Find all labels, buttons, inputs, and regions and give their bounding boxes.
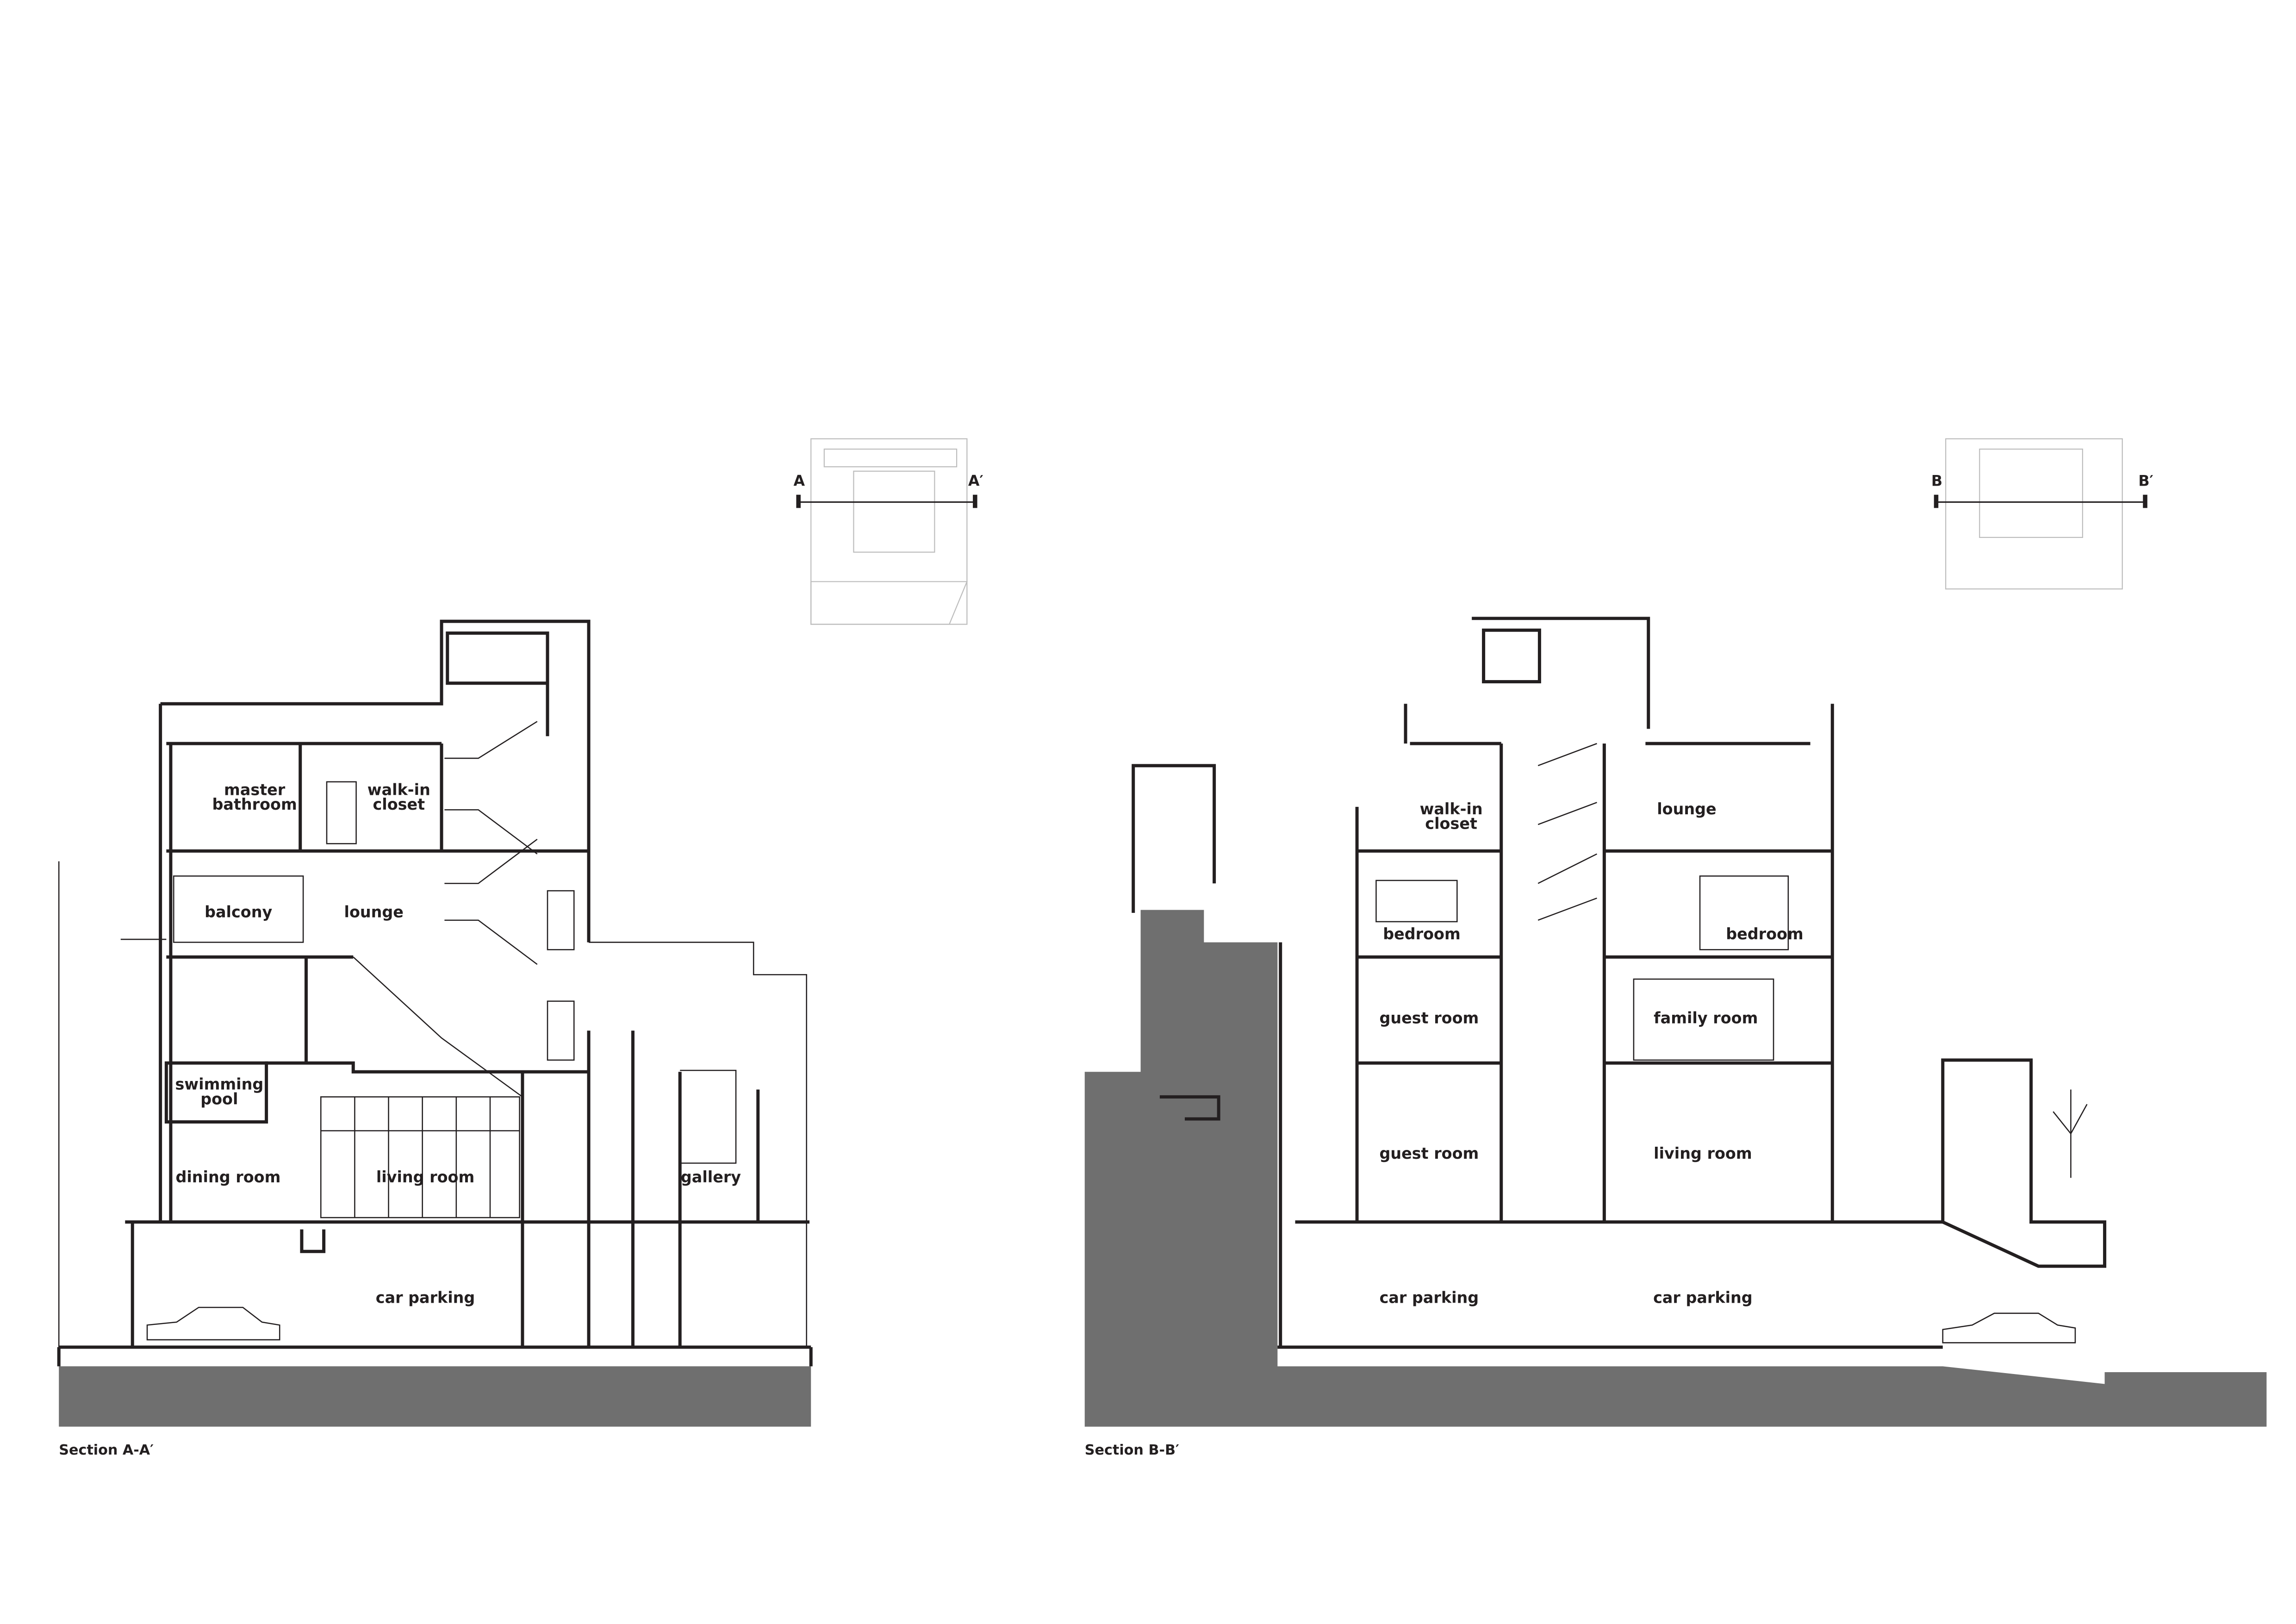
room-label-living-room-b: living room [1654, 1144, 1752, 1162]
section-mark-a: A [794, 473, 805, 490]
room-label-lounge-b: lounge [1657, 800, 1716, 818]
section-a-caption: Section A-A′ [59, 1442, 154, 1458]
section-mark-b: B [1931, 473, 1942, 490]
car-icon-a [146, 1306, 280, 1341]
room-label-car-parking: car parking [376, 1289, 475, 1307]
car-icon-b [1942, 1312, 2076, 1343]
room-label-living-room: living room [376, 1168, 474, 1186]
room-label-bedroom-left: bedroom [1383, 925, 1461, 943]
room-label-gallery: gallery [681, 1168, 741, 1186]
room-label-family-room: family room [1654, 1009, 1758, 1027]
room-label-guest-room-lower: guest room [1379, 1144, 1479, 1162]
room-label-bedroom-right: bedroom [1726, 925, 1804, 943]
section-mark-a-prime: A′ [968, 473, 983, 490]
room-label-car-parking-left: car parking [1380, 1289, 1479, 1307]
key-plan-a: A A′ [794, 438, 983, 625]
room-label-lounge: lounge [344, 903, 404, 921]
room-label-balcony: balcony [205, 903, 272, 921]
ground-a [59, 1366, 811, 1427]
key-plan-b: B B′ [1931, 438, 2153, 590]
room-label-guest-room-upper: guest room [1379, 1009, 1479, 1027]
section-mark-b-prime: B′ [2138, 473, 2153, 490]
tree-icon [2053, 1089, 2088, 1178]
section-b-caption: Section B-B′ [1085, 1442, 1179, 1458]
room-label-car-parking-right: car parking [1653, 1289, 1753, 1307]
ground-b [1084, 910, 2267, 1427]
room-label-dining-room: dining room [175, 1168, 280, 1186]
